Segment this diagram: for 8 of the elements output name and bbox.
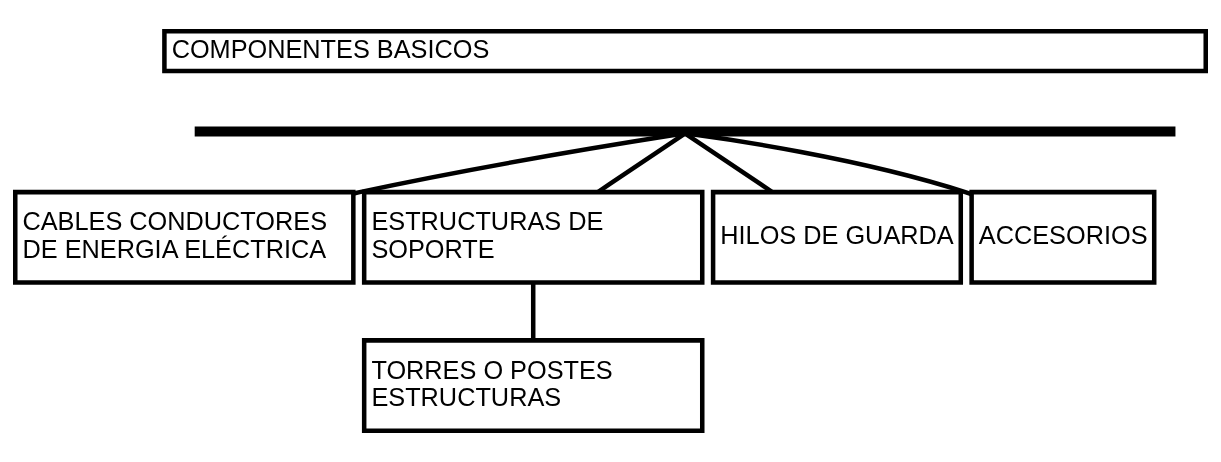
connector: [530, 282, 536, 340]
node-box: TORRES O POSTES ESTRUCTURAS: [361, 338, 705, 434]
node-box: CABLES CONDUCTORES DE ENERGIA ELÉCTRICA: [13, 189, 356, 285]
node-box: ESTRUCTURAS DE SOPORTE: [361, 189, 705, 285]
node-box: ACCESORIOS: [969, 189, 1157, 285]
node-box: HILOS DE GUARDA: [710, 189, 964, 285]
node-bar: [194, 126, 1176, 137]
node-box: COMPONENTES BASICOS: [162, 28, 1208, 74]
